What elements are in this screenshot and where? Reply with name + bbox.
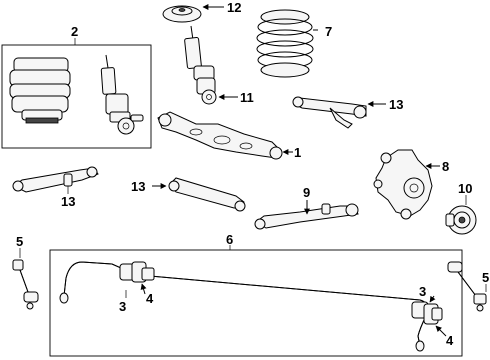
knuckle: 8 <box>373 149 449 220</box>
control-arm-middle: 13 <box>131 177 246 212</box>
callout-4-left: 4 <box>146 291 154 306</box>
callout-5-right: 5 <box>482 270 489 285</box>
callout-10: 10 <box>458 181 472 196</box>
callout-9: 9 <box>303 185 310 200</box>
callout-6: 6 <box>226 232 233 247</box>
air-spring <box>9 57 71 124</box>
callout-11: 11 <box>240 90 254 105</box>
lower-control-arm: 1 <box>157 111 301 160</box>
stabilizer-link-right: 5 <box>447 261 489 312</box>
shock-absorber: 11 <box>184 25 254 105</box>
callout-8: 8 <box>442 159 449 174</box>
control-arm-left: 13 <box>12 166 99 209</box>
stabilizer-bar <box>59 261 429 352</box>
bushing-clamp-right: 3 4 <box>411 284 454 348</box>
callout-3-right: 3 <box>419 284 426 299</box>
callout-13: 13 <box>389 97 403 112</box>
group-box-2: 2 <box>1 24 152 149</box>
callout-7: 7 <box>325 24 332 39</box>
callout-1: 1 <box>294 145 301 160</box>
stabilizer-link-left: 5 <box>12 234 39 310</box>
shock-absorber-box <box>100 54 144 135</box>
coil-spring: 7 <box>256 9 332 78</box>
bushing-clamp-left: 3 4 <box>119 261 155 314</box>
control-arm-upper-right: 13 <box>292 96 403 129</box>
callout-12: 12 <box>227 0 241 15</box>
top-mount: 12 <box>162 0 241 23</box>
callout-3-left: 3 <box>119 299 126 314</box>
callout-13-left: 13 <box>61 194 75 209</box>
callout-5-left: 5 <box>16 234 23 249</box>
callout-2: 2 <box>71 24 78 39</box>
callout-4-right: 4 <box>446 333 454 348</box>
hub-bearing: 10 <box>445 181 477 235</box>
group-box-6: 6 <box>49 232 463 357</box>
callout-13-middle: 13 <box>131 179 145 194</box>
toe-link: 9 <box>254 185 359 230</box>
